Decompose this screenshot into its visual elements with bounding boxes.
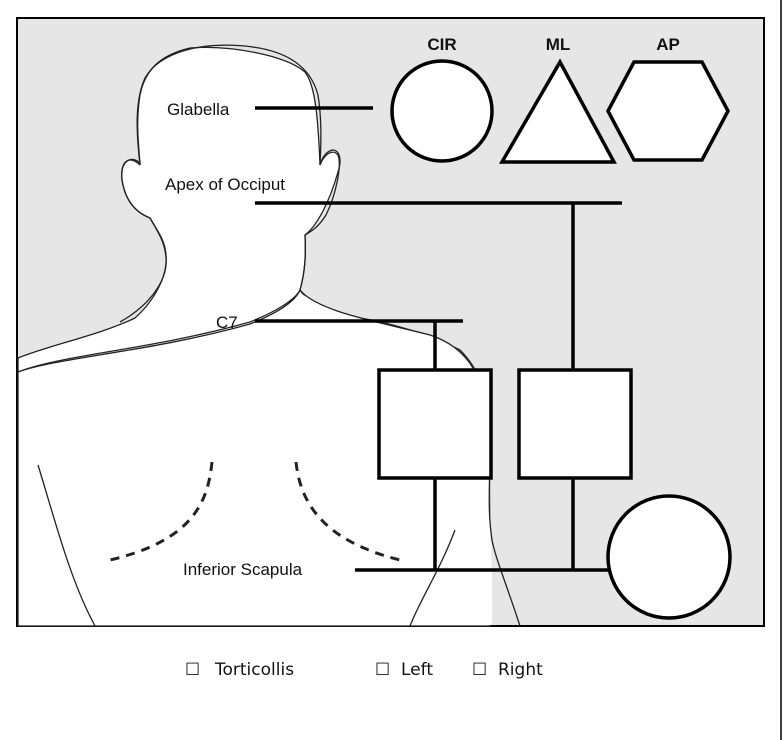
torticollis-checkbox[interactable]: ☐ <box>185 660 200 680</box>
head-outline <box>136 44 322 166</box>
ap-hexagon[interactable] <box>606 60 730 162</box>
shoulder-line-left <box>17 234 306 373</box>
apex-measure-box[interactable] <box>517 368 633 480</box>
glabella-label: Glabella <box>167 100 230 119</box>
ear-right <box>304 151 340 236</box>
inferior-scapula-label: Inferior Scapula <box>183 560 303 579</box>
torso-fill <box>19 292 493 625</box>
left-label: Left <box>401 660 433 680</box>
arm-line-right <box>409 529 456 627</box>
neck-line-left <box>119 217 167 323</box>
ear-left <box>121 159 151 219</box>
right-label: Right <box>498 660 543 680</box>
c7-measure-box[interactable] <box>377 368 493 480</box>
cir-header: CIR <box>427 35 456 54</box>
left-checkbox[interactable]: ☐ <box>375 660 390 680</box>
cir-circle[interactable] <box>390 59 494 163</box>
arm-line-left <box>37 464 96 627</box>
ml-triangle[interactable] <box>498 58 617 164</box>
apex-label: Apex of Occiput <box>165 175 285 194</box>
inferior-scapula-circle[interactable] <box>606 494 732 620</box>
ap-header: AP <box>656 35 680 54</box>
ml-header: ML <box>546 35 571 54</box>
torticollis-label: Torticollis <box>214 660 294 680</box>
c7-label: C7 <box>216 313 238 332</box>
right-checkbox[interactable]: ☐ <box>472 660 487 680</box>
